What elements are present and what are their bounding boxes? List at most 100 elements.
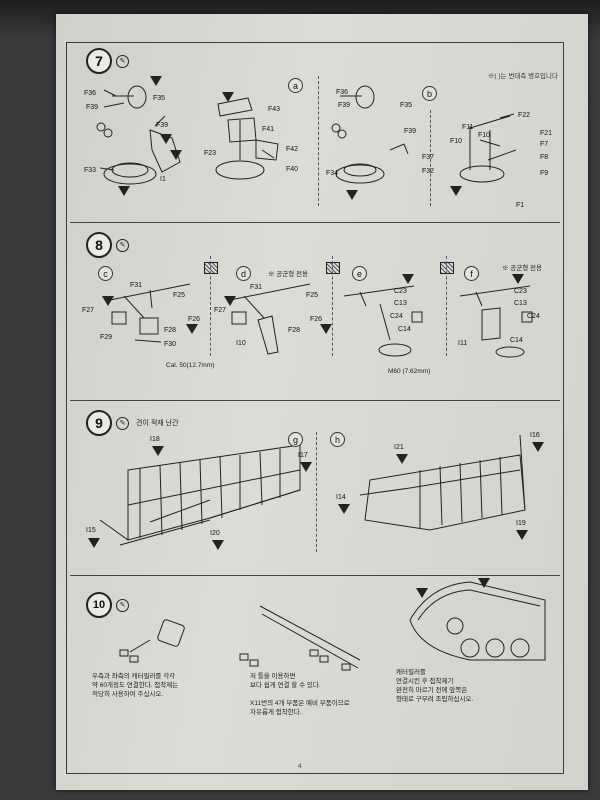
sub-step-b: b <box>422 86 437 101</box>
divider-vertical <box>332 256 333 356</box>
sprue-marker <box>152 446 164 456</box>
part-label: F23 <box>204 150 217 157</box>
sub-step-a: a <box>288 78 303 93</box>
part-label: F7 <box>540 141 549 148</box>
page-number: 4 <box>298 764 302 770</box>
sprue-marker <box>450 186 462 196</box>
instruction-sheet: ※( )는 번대측 병호입니다 <box>56 14 588 790</box>
divider-vertical <box>210 256 211 356</box>
step-number: 7 <box>86 48 112 74</box>
sprue-marker <box>512 274 524 284</box>
sprue-marker <box>186 324 198 334</box>
sprue-marker <box>396 454 408 464</box>
part-label: F43 <box>268 106 281 113</box>
sub-step-d: d <box>236 266 251 281</box>
sprue-marker <box>222 92 234 102</box>
part-label: F41 <box>262 126 275 133</box>
part-label: I20 <box>210 530 220 537</box>
part-label: I16 <box>530 432 540 439</box>
divider-vertical <box>316 432 317 552</box>
part-label: F11 <box>462 124 474 131</box>
part-label: F40 <box>286 166 299 173</box>
page-frame <box>66 42 564 774</box>
sprue-marker <box>346 190 358 200</box>
sprue-marker <box>212 540 224 550</box>
part-label: I14 <box>336 494 346 501</box>
flag-icon <box>204 262 218 274</box>
sprue-marker <box>338 504 350 514</box>
sprue-marker <box>102 296 114 306</box>
sprue-marker <box>160 134 172 144</box>
step-number: 10 <box>86 592 112 618</box>
sprue-marker <box>416 588 428 598</box>
step-10-header: 10 ✎ <box>86 592 129 618</box>
part-label: F39 <box>86 104 99 111</box>
part-label: F10 <box>450 138 463 145</box>
part-label: C13 <box>394 300 407 307</box>
part-label: F29 <box>100 334 113 341</box>
sub-step-h: h <box>330 432 345 447</box>
part-label: F27 <box>82 307 95 314</box>
sprue-marker <box>516 530 528 540</box>
step-9-header: 9 ✎ 견이 적재 난간 <box>86 410 179 436</box>
sprue-marker <box>300 462 312 472</box>
sprue-marker <box>118 186 130 196</box>
part-label: C23 <box>394 288 407 295</box>
part-label: F31 <box>250 284 263 291</box>
part-label: C24 <box>390 313 403 320</box>
part-label: F39 <box>338 102 351 109</box>
step-separator <box>70 222 560 223</box>
part-label: I1 <box>160 176 166 183</box>
part-label: C24 <box>527 313 540 320</box>
part-label: F26 <box>310 316 323 323</box>
part-label: F35 <box>400 102 413 109</box>
instruction-text-2: 저 틀을 이용하면 보다 쉽게 연결 할 수 있다. X11번의 4개 부품은 … <box>250 673 350 716</box>
part-label: F36 <box>84 90 97 97</box>
part-label: F25 <box>306 292 319 299</box>
part-label: F28 <box>288 327 301 334</box>
divider-vertical <box>446 256 447 356</box>
step-number: 9 <box>86 410 112 436</box>
part-label: F32 <box>422 168 435 175</box>
part-label: F26 <box>188 316 201 323</box>
part-label: F33 <box>84 167 97 174</box>
variant-note: ※ 공군형 전용 <box>268 271 309 278</box>
sub-step-f: f <box>464 266 479 281</box>
part-label: C23 <box>514 288 527 295</box>
step-separator <box>70 400 560 401</box>
instruction-text-3: 캐터필러를 연결시킨 후 접착제기 완전히 마르기 전에 앞쪽은 형태로 구부려… <box>396 669 474 703</box>
part-label: F39 <box>404 128 417 135</box>
sprue-marker <box>150 76 162 86</box>
part-label: F22 <box>518 112 531 119</box>
sprue-marker <box>170 150 182 160</box>
sub-step-e: e <box>352 266 367 281</box>
sprue-marker <box>478 578 490 588</box>
part-label: I19 <box>516 520 526 527</box>
part-label: F8 <box>540 154 549 161</box>
part-label: I18 <box>150 436 160 443</box>
divider-vertical <box>318 76 319 206</box>
step-number: 8 <box>86 232 112 258</box>
sub-step-g: g <box>288 432 303 447</box>
glue-icon: ✎ <box>116 238 129 252</box>
glue-icon: ✎ <box>116 416 129 430</box>
part-label: F37 <box>422 154 435 161</box>
step-7-header: 7 ✎ <box>86 48 129 74</box>
top-note: ※( )는 번대측 병호입니다 <box>487 73 558 80</box>
part-label: F9 <box>540 170 549 177</box>
divider-vertical <box>430 110 431 206</box>
part-label: F35 <box>153 95 166 102</box>
part-label: F36 <box>336 89 349 96</box>
part-label: F25 <box>173 292 186 299</box>
part-label: F34 <box>326 170 339 177</box>
sprue-marker <box>320 324 332 334</box>
part-label: C14 <box>510 337 523 344</box>
part-label: I15 <box>86 527 96 534</box>
part-label: I11 <box>458 340 468 347</box>
caption-m60: M60 (7.62mm) <box>388 368 431 375</box>
part-label: F21 <box>540 130 553 137</box>
step-8-header: 8 ✎ <box>86 232 129 258</box>
variant-note: ※ 공군형 전용 <box>502 265 543 272</box>
part-label: I17 <box>298 452 308 459</box>
